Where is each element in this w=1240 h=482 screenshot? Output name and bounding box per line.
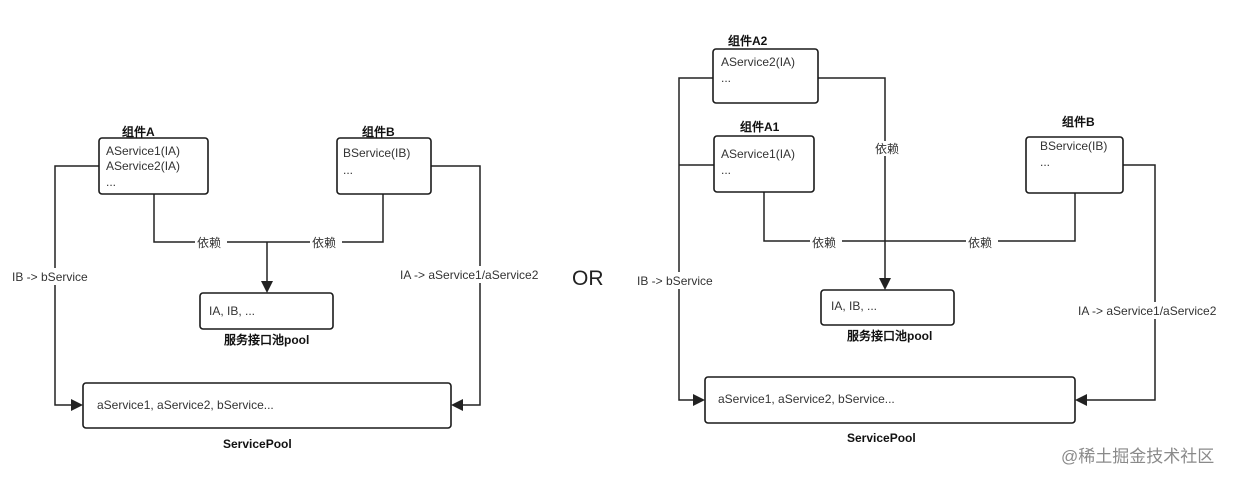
- dependency-label-a2: 依赖: [875, 141, 899, 156]
- component-a2-line-1: AService2(IA): [721, 55, 795, 69]
- service-pool-title: ServicePool: [223, 437, 292, 451]
- left-diagram: 组件A AService1(IA) AService2(IA) ... 组件B …: [10, 124, 556, 451]
- component-a1-box: [713, 135, 815, 193]
- component-a-line-2: AService2(IA): [106, 159, 180, 173]
- component-a-line-3: ...: [106, 175, 116, 189]
- component-a2-title: 组件A2: [728, 33, 768, 48]
- edge-b-dependency: [267, 194, 384, 243]
- component-b-line-2: ...: [343, 163, 353, 177]
- service-pool-content-right: aService1, aService2, bService...: [718, 392, 895, 406]
- component-b-line-1-right: BService(IB): [1040, 139, 1107, 153]
- component-b-line-2-right: ...: [1040, 155, 1050, 169]
- edge-label-ia-right: IA -> aService1/aService2: [1078, 304, 1217, 318]
- or-separator: OR: [572, 267, 604, 290]
- arrowhead-interface-pool: [261, 281, 273, 293]
- edge-b-to-service-pool: [431, 165, 481, 406]
- component-b-box-right: [1025, 136, 1124, 194]
- component-a-box: [98, 137, 209, 195]
- edge-a1-dependency: [763, 192, 885, 242]
- edge-a-dependency: [153, 194, 267, 243]
- dependency-label-a: 依赖: [197, 235, 221, 250]
- service-pool-title-right: ServicePool: [847, 431, 916, 445]
- interface-pool-box-right: [820, 289, 955, 326]
- dependency-label-b: 依赖: [312, 235, 336, 250]
- interface-pool-title-right: 服务接口池pool: [847, 328, 932, 343]
- interface-pool-content: IA, IB, ...: [209, 304, 255, 318]
- component-a1-line-1: AService1(IA): [721, 147, 795, 161]
- service-pool-box-right: [704, 376, 1076, 424]
- right-diagram: 组件A2 AService2(IA) ... 组件A1 AService1(IA…: [634, 33, 1232, 445]
- component-a2-box: [712, 48, 819, 104]
- service-pool-content: aService1, aService2, bService...: [97, 398, 274, 412]
- interface-pool-box: [199, 292, 334, 330]
- arrowhead-service-pool-right: [451, 399, 463, 411]
- arrowhead-service-pool-left: [71, 399, 83, 411]
- component-b-title: 组件B: [362, 124, 395, 139]
- component-a1-line-2: ...: [721, 163, 731, 177]
- interface-pool-title: 服务接口池pool: [224, 332, 309, 347]
- interface-pool-content-right: IA, IB, ...: [831, 299, 877, 313]
- edge-a2-dependency: [818, 77, 886, 280]
- arrowhead-service-pool-right-right: [1075, 394, 1087, 406]
- component-a-title: 组件A: [122, 124, 155, 139]
- component-a1-title: 组件A1: [740, 119, 780, 134]
- component-a2-line-2: ...: [721, 71, 731, 85]
- edge-label-ia: IA -> aService1/aService2: [400, 268, 539, 282]
- component-a-line-1: AService1(IA): [106, 144, 180, 158]
- edge-label-ib-right: IB -> bService: [637, 274, 713, 288]
- edge-b-dependency-right: [885, 193, 1076, 242]
- edge-a-to-service-pool: [54, 165, 107, 406]
- arrowhead-service-pool-left-right: [693, 394, 705, 406]
- dependency-label-b-right: 依赖: [968, 235, 992, 250]
- watermark: @稀土掘金技术社区: [1061, 447, 1214, 466]
- service-pool-box: [82, 382, 452, 429]
- dependency-label-a1: 依赖: [812, 235, 836, 250]
- component-b-title-right: 组件B: [1062, 114, 1095, 129]
- component-b-line-1: BService(IB): [343, 146, 410, 160]
- arrowhead-interface-pool-right: [879, 278, 891, 290]
- edge-label-ib: IB -> bService: [12, 270, 88, 284]
- edge-b-to-service-pool-right: [1085, 164, 1156, 401]
- component-b-box: [336, 137, 432, 195]
- edge-a2-to-service-pool: [678, 77, 713, 401]
